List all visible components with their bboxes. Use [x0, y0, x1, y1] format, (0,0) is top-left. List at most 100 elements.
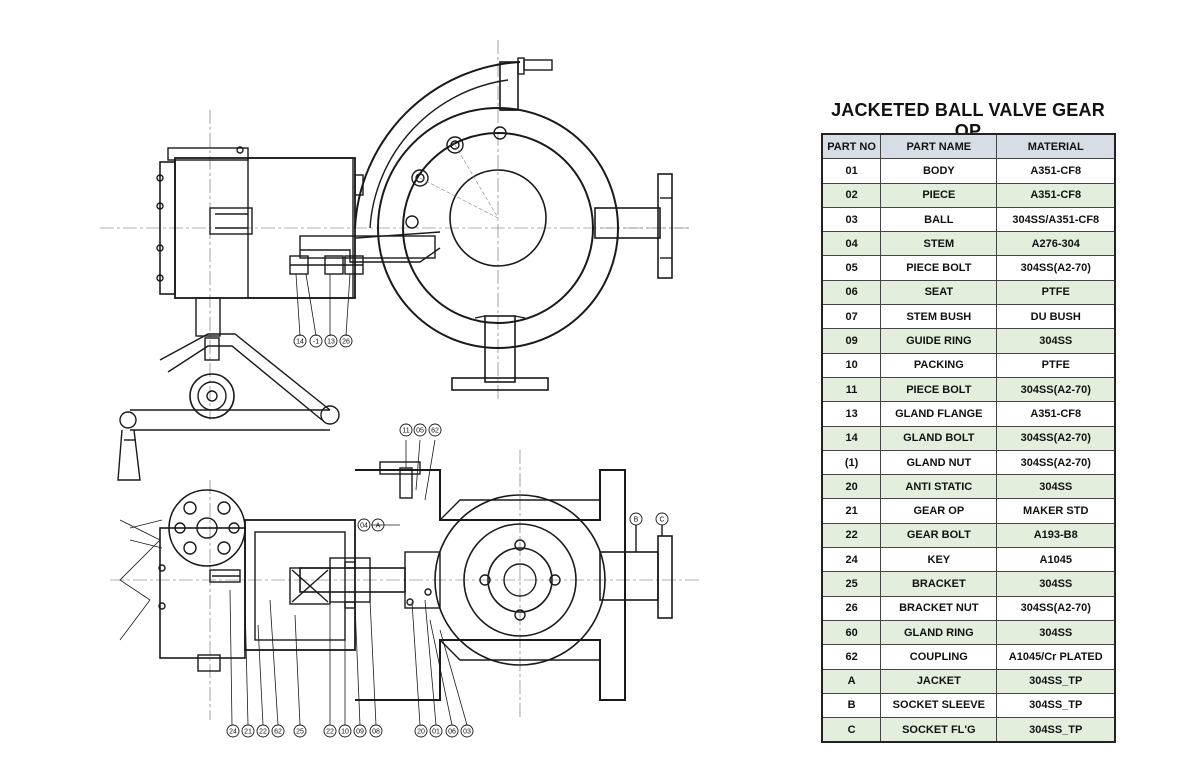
- cell-part-name: BRACKET: [880, 571, 998, 597]
- cell-part-name: GEAR BOLT: [880, 522, 998, 549]
- cell-part-name: SOCKET FL'G: [880, 717, 998, 743]
- callout-label: 10: [341, 729, 349, 736]
- cell-part-name: GUIDE RING: [880, 328, 998, 354]
- cell-part-name: PIECE BOLT: [880, 255, 998, 281]
- cell-part-name: BALL: [880, 206, 998, 233]
- cell-material: A193-B8: [996, 522, 1116, 549]
- callout-label: 25: [296, 729, 304, 736]
- cell-part-no: 05: [821, 255, 882, 281]
- cell-part-no: 20: [821, 474, 882, 500]
- cell-part-no: 11: [821, 376, 882, 403]
- callout-label: 01: [432, 729, 440, 736]
- cell-part-name: STEM: [880, 231, 998, 257]
- cell-part-name: STEM BUSH: [880, 304, 998, 330]
- cell-part-name: SEAT: [880, 279, 998, 306]
- cell-part-no: 01: [821, 158, 882, 184]
- callout-label: 62: [274, 729, 282, 736]
- callouts-top-view: 14 -1 13 26: [293, 334, 353, 348]
- cell-material: 304SS(A2-70): [996, 376, 1116, 403]
- valve-drawing: 14 -1 13 26: [100, 40, 700, 738]
- cell-part-name: JACKET: [880, 668, 998, 694]
- cell-material: A1045: [996, 547, 1116, 573]
- cell-material: 304SS: [996, 474, 1116, 500]
- cell-part-no: 02: [821, 182, 882, 208]
- cell-part-name: PACKING: [880, 352, 998, 378]
- cell-material: 304SS/A351-CF8: [996, 206, 1116, 233]
- cell-material: 304SS(A2-70): [996, 595, 1116, 621]
- cell-part-no: C: [821, 717, 882, 743]
- cell-part-no: (1): [821, 449, 882, 476]
- cell-part-name: GLAND RING: [880, 619, 998, 646]
- callouts-section: 11 05 62 04 A B C 24 21 22 62 25 22 10 0…: [226, 423, 669, 738]
- callout-label: 24: [229, 729, 237, 736]
- callout-label: 05: [416, 428, 424, 435]
- cell-part-no: 04: [821, 231, 882, 257]
- cell-part-no: 14: [821, 425, 882, 451]
- cell-material: 304SS(A2-70): [996, 255, 1116, 281]
- callout-label: 20: [417, 729, 425, 736]
- cell-part-no: 10: [821, 352, 882, 378]
- cell-material: A351-CF8: [996, 158, 1116, 184]
- cell-material: 304SS: [996, 571, 1116, 597]
- callout-label: B: [634, 517, 639, 524]
- cell-material: 304SS_TP: [996, 668, 1116, 694]
- callout-label: 13: [327, 339, 335, 346]
- callout-label: 03: [463, 729, 471, 736]
- callout-label: 26: [342, 339, 350, 346]
- cell-part-no: 03: [821, 206, 882, 233]
- cell-part-no: 60: [821, 619, 882, 646]
- cell-material: A1045/Cr PLATED: [996, 644, 1116, 670]
- cell-part-name: GLAND BOLT: [880, 425, 998, 451]
- cell-material: A351-CF8: [996, 182, 1116, 208]
- section-view: [110, 439, 700, 726]
- cell-material: 304SS_TP: [996, 692, 1116, 719]
- cell-part-name: COUPLING: [880, 644, 998, 670]
- top-view: [100, 40, 690, 481]
- cell-part-name: PIECE: [880, 182, 998, 208]
- cell-material: A276-304: [996, 231, 1116, 257]
- cell-part-no: 26: [821, 595, 882, 621]
- cell-part-name: PIECE BOLT: [880, 376, 998, 403]
- cell-part-name: ANTI STATIC: [880, 474, 998, 500]
- cell-part-no: A: [821, 668, 882, 694]
- cell-part-name: BODY: [880, 158, 998, 184]
- cell-part-no: 21: [821, 498, 882, 524]
- cell-material: PTFE: [996, 352, 1116, 378]
- header-material: MATERIAL: [996, 133, 1116, 160]
- callout-label: 04: [360, 523, 368, 530]
- cell-part-no: 13: [821, 401, 882, 427]
- callout-label: 22: [259, 729, 267, 736]
- callout-label: 21: [244, 729, 252, 736]
- callout-label: 11: [402, 428, 409, 435]
- cell-part-name: SOCKET SLEEVE: [880, 692, 998, 719]
- callout-label: 22: [326, 729, 334, 736]
- cell-material: 304SS_TP: [996, 717, 1116, 743]
- cell-part-name: GLAND FLANGE: [880, 401, 998, 427]
- cell-material: MAKER STD: [996, 498, 1116, 524]
- cell-part-no: 25: [821, 571, 882, 597]
- cell-part-no: 24: [821, 547, 882, 573]
